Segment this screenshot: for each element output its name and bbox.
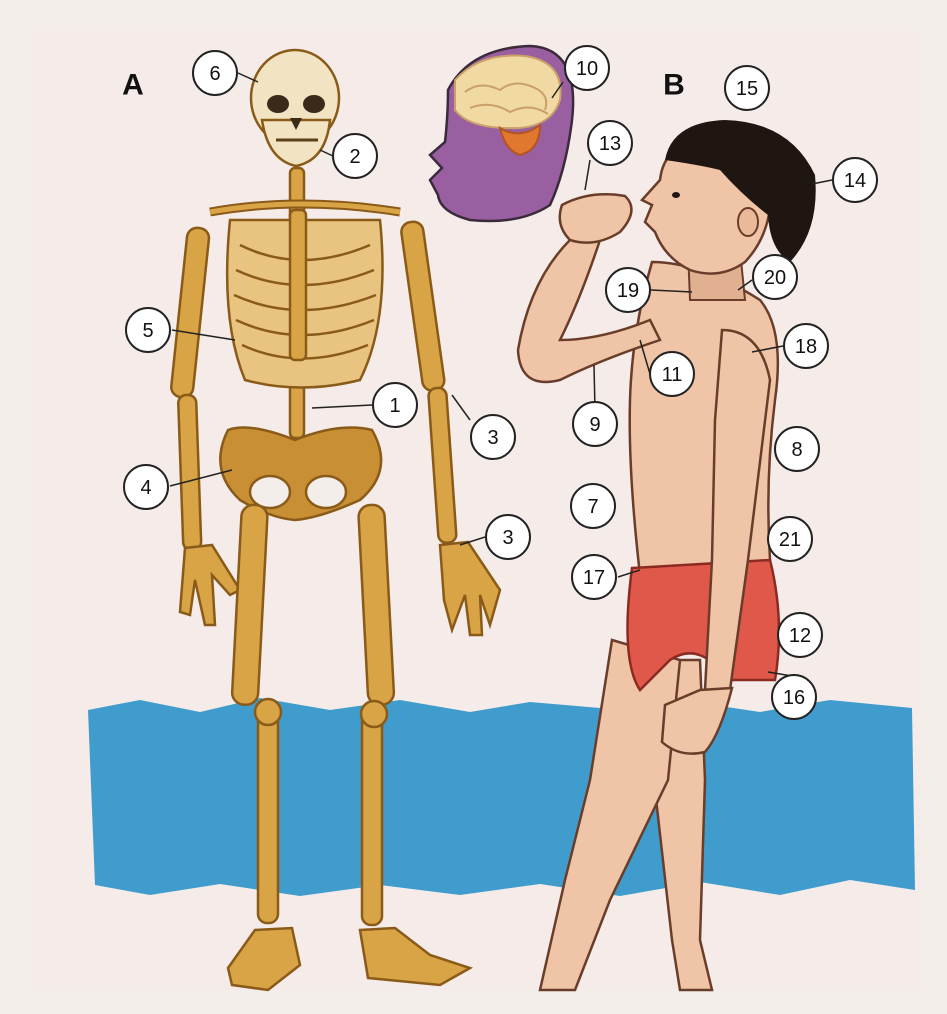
callout-number: 4	[140, 477, 151, 499]
callout-c8: 8	[775, 427, 819, 471]
callout-c11: 11	[650, 352, 694, 396]
callout-c6: 6	[193, 51, 237, 95]
callout-number: 19	[617, 280, 639, 302]
callout-number: 11	[662, 364, 683, 386]
callout-c21: 21	[768, 517, 812, 561]
callout-number: 20	[764, 267, 786, 289]
callout-number: 16	[783, 687, 805, 709]
callout-c15: 15	[725, 66, 769, 110]
callout-number: 15	[736, 78, 758, 100]
callout-number: 10	[576, 58, 598, 80]
callout-number: 14	[844, 170, 866, 192]
callout-c14: 14	[833, 158, 877, 202]
callout-c5: 5	[126, 308, 170, 352]
callout-c1: 1	[373, 383, 417, 427]
callout-number: 2	[349, 146, 360, 168]
section-label-b: B	[663, 69, 685, 102]
callout-number: 21	[779, 529, 801, 551]
callout-c4: 4	[124, 465, 168, 509]
callout-c17: 17	[572, 555, 616, 599]
callout-c7: 7	[571, 484, 615, 528]
callout-c19: 19	[606, 268, 650, 312]
water-band	[88, 698, 915, 896]
callout-number: 7	[587, 496, 598, 518]
callout-number: 13	[599, 133, 621, 155]
callout-number: 12	[789, 625, 811, 647]
callout-c2: 2	[333, 134, 377, 178]
callout-number: 9	[589, 414, 600, 436]
callout-number: 1	[389, 395, 400, 417]
section-label-a: A	[122, 69, 144, 102]
callout-number: 3	[487, 427, 498, 449]
callout-number: 6	[209, 63, 220, 85]
callout-c12: 12	[778, 613, 822, 657]
callout-c13: 13	[588, 121, 632, 165]
callout-c3b: 3	[486, 515, 530, 559]
callout-c18: 18	[784, 324, 828, 368]
callout-c20: 20	[753, 255, 797, 299]
callout-number: 5	[142, 320, 153, 342]
callout-c10: 10	[565, 46, 609, 90]
callout-c16: 16	[772, 675, 816, 719]
callout-number: 17	[583, 567, 605, 589]
callout-c3a: 3	[471, 415, 515, 459]
callout-number: 18	[795, 336, 817, 358]
callout-number: 8	[791, 439, 802, 461]
callout-c9: 9	[573, 402, 617, 446]
callout-number: 3	[502, 527, 513, 549]
